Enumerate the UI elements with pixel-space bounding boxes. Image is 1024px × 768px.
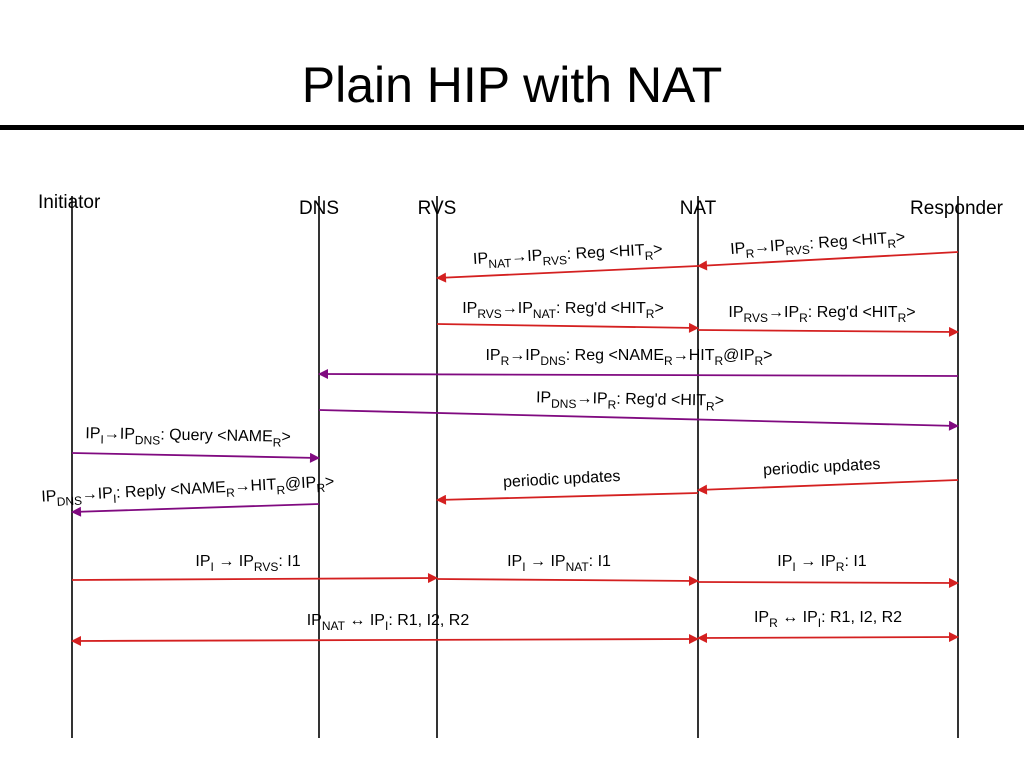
message-label: IPI → IPRVS: I1 — [195, 553, 300, 574]
message-arrow-rvs-to-nat — [436, 575, 699, 586]
message-arrow-dns-to-initiator — [71, 503, 320, 517]
actor-label-dns: DNS — [299, 198, 339, 219]
message-arrow-initiator-to-dns — [71, 452, 320, 463]
message-label: periodic updates — [763, 456, 881, 479]
slide-title: Plain HIP with NAT — [301, 57, 723, 113]
message-arrow-nat-to-responder — [697, 326, 959, 337]
actor-label-responder: Responder — [910, 198, 1004, 219]
message-arrow-rvs-to-nat — [436, 322, 699, 333]
message-label: periodic updates — [503, 468, 621, 491]
message-arrow-responder-to-dns — [318, 369, 959, 380]
message-arrow-responder-to-nat — [697, 251, 959, 271]
message-label: IPR ↔ IPI: R1, I2, R2 — [754, 609, 902, 630]
message-arrow-initiator-to-nat — [71, 634, 699, 646]
title-divider — [0, 125, 1024, 130]
message-arrow-nat-to-rvs — [436, 265, 699, 283]
actor-label-initiator: Initiator — [38, 192, 101, 213]
message-label: IPI → IPR: I1 — [777, 553, 866, 574]
actor-label-nat: NAT — [680, 198, 717, 219]
message-label: IPRVS→IPR: Reg'd <HITR> — [728, 304, 915, 325]
message-label: IPNAT→IPRVS: Reg <HITR> — [473, 241, 663, 272]
message-label: IPI → IPNAT: I1 — [507, 553, 611, 574]
message-label: IPDNS→IPI: Reply <NAMER→HITR@IPR> — [41, 473, 335, 509]
message-label: IPR→IPDNS: Reg <NAMER→HITR@IPR> — [485, 347, 772, 368]
message-arrow-responder-to-nat — [697, 479, 959, 495]
message-arrow-nat-to-responder — [697, 632, 959, 643]
message-label: IPR→IPRVS: Reg <HITR> — [730, 229, 906, 262]
actor-label-rvs: RVS — [418, 198, 457, 219]
message-arrow-initiator-to-rvs — [71, 573, 438, 584]
message-label: IPDNS→IPR: Reg'd <HITR> — [536, 389, 724, 413]
message-label: IPRVS→IPNAT: Reg'd <HITR> — [462, 300, 664, 321]
message-arrow-nat-to-rvs — [436, 492, 699, 505]
message-arrow-dns-to-responder — [318, 409, 959, 431]
message-label: IPNAT ↔ IPI: R1, I2, R2 — [307, 612, 470, 633]
message-label: IPI→IPDNS: Query <NAMER> — [85, 425, 291, 450]
message-arrow-nat-to-responder — [697, 577, 959, 588]
